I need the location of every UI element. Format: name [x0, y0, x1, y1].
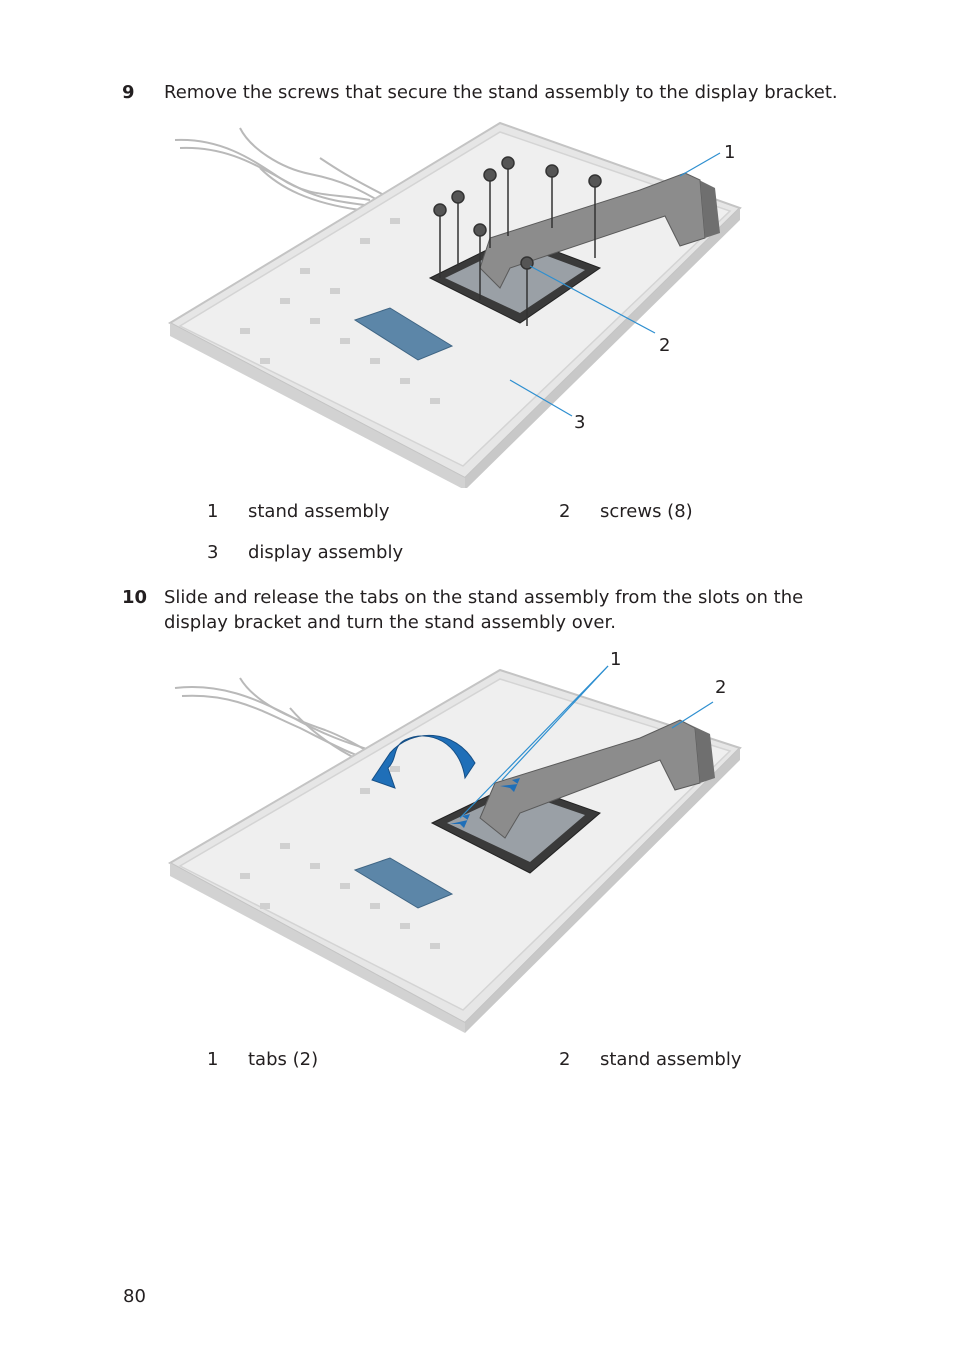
legend-label: stand assembly: [600, 1049, 742, 1070]
legend-number: 2: [559, 1049, 571, 1070]
legend-label: tabs (2): [248, 1049, 319, 1070]
figure-remove-screws: 1 2 3: [160, 118, 760, 490]
legend-item: 3 display assembly: [207, 542, 507, 564]
chassis-cutouts: [240, 218, 440, 404]
callout-2: 2: [659, 335, 671, 356]
tab-slide-arrows: [450, 778, 520, 828]
callout-1: 1: [610, 649, 622, 670]
cable-bundle: [174, 127, 401, 215]
legend-label: stand assembly: [248, 501, 390, 522]
legend-number: 2: [559, 501, 571, 522]
legend-number: 3: [207, 542, 219, 563]
step-text: Remove the screws that secure the stand …: [164, 82, 838, 103]
step-number: 10: [122, 587, 148, 608]
callout-leaders: [509, 152, 721, 417]
page-number: 80: [123, 1286, 146, 1307]
callout-leaders: [459, 665, 714, 819]
chassis-cutouts: [240, 766, 440, 949]
step-number: 9: [122, 82, 135, 103]
callout-2: 2: [715, 677, 727, 698]
legend-label: display assembly: [248, 542, 404, 563]
figure-release-stand: 1 2: [160, 648, 760, 1033]
legend-number: 1: [207, 501, 219, 522]
io-board: [353, 307, 454, 361]
legend-item: 1 stand assembly: [207, 501, 507, 523]
callout-3: 3: [574, 412, 586, 433]
legend-number: 1: [207, 1049, 219, 1070]
legend-item: 2 stand assembly: [559, 1049, 859, 1071]
io-board: [353, 857, 454, 909]
legend-item: 1 tabs (2): [207, 1049, 507, 1071]
legend-item: 2 screws (8): [559, 501, 859, 523]
rotate-arrow-icon: [371, 734, 476, 789]
illustration-stand-screws: [167, 121, 742, 490]
illustration-stand-tabs: [167, 665, 742, 1033]
step-text: Slide and release the tabs on the stand …: [164, 587, 804, 633]
legend-label: screws (8): [600, 501, 693, 522]
callout-1: 1: [724, 142, 736, 163]
